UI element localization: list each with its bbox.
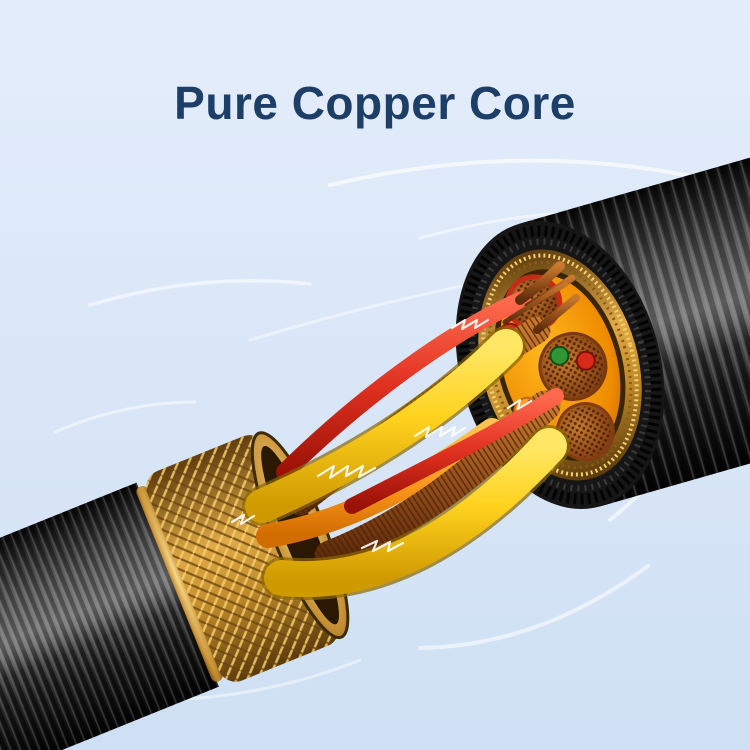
wire-bundle [242,261,580,601]
copper-strands [314,390,561,572]
headline: Pure Copper Core [174,77,576,129]
copper-tips [502,261,580,334]
copper-pair-center [538,331,608,401]
red-wire [344,388,564,514]
red-wire [276,291,531,481]
yellow-wire [245,329,523,523]
yellow-wire [264,428,567,598]
energy-sparks [230,318,533,553]
copper-pair-bottom [555,402,615,462]
